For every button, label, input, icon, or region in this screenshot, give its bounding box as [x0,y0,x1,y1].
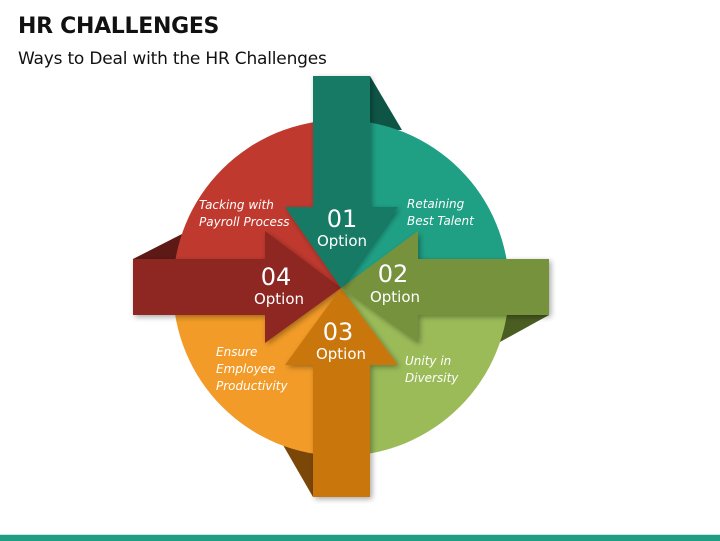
orange-fold [283,445,313,497]
segment-teal [341,120,509,288]
option-03-label: Option [315,345,367,363]
arrow-03 [285,288,398,497]
option-03-number: 03 [322,318,354,346]
option-01-number: 01 [326,205,358,233]
option-04-description: Tacking with Payroll Process [199,198,290,229]
option-04-label: Option [253,290,305,308]
option-01-label: Option [316,232,368,250]
arrow-04 [133,231,341,343]
option-02-number: 02 [377,260,409,288]
option-01-description: Retaining Best Talent [407,197,474,228]
red-fold [133,234,182,259]
segment-green [341,288,509,456]
option-04-number: 04 [260,263,292,291]
segment-red [173,120,341,288]
arrow-02 [341,231,549,343]
page-title: HR CHALLENGES [18,14,220,39]
option-02-label: Option [369,288,421,306]
option-03-description: Ensure Employee Productivity [216,345,288,393]
option-02-description: Unity in Diversity [405,354,459,385]
bottom-accent-bar [0,534,720,541]
page-subtitle: Ways to Deal with the HR Challenges [18,49,327,69]
green-fold [500,315,549,342]
teal-fold [370,76,402,130]
segment-orange [173,288,341,456]
arrow-01 [285,76,398,288]
